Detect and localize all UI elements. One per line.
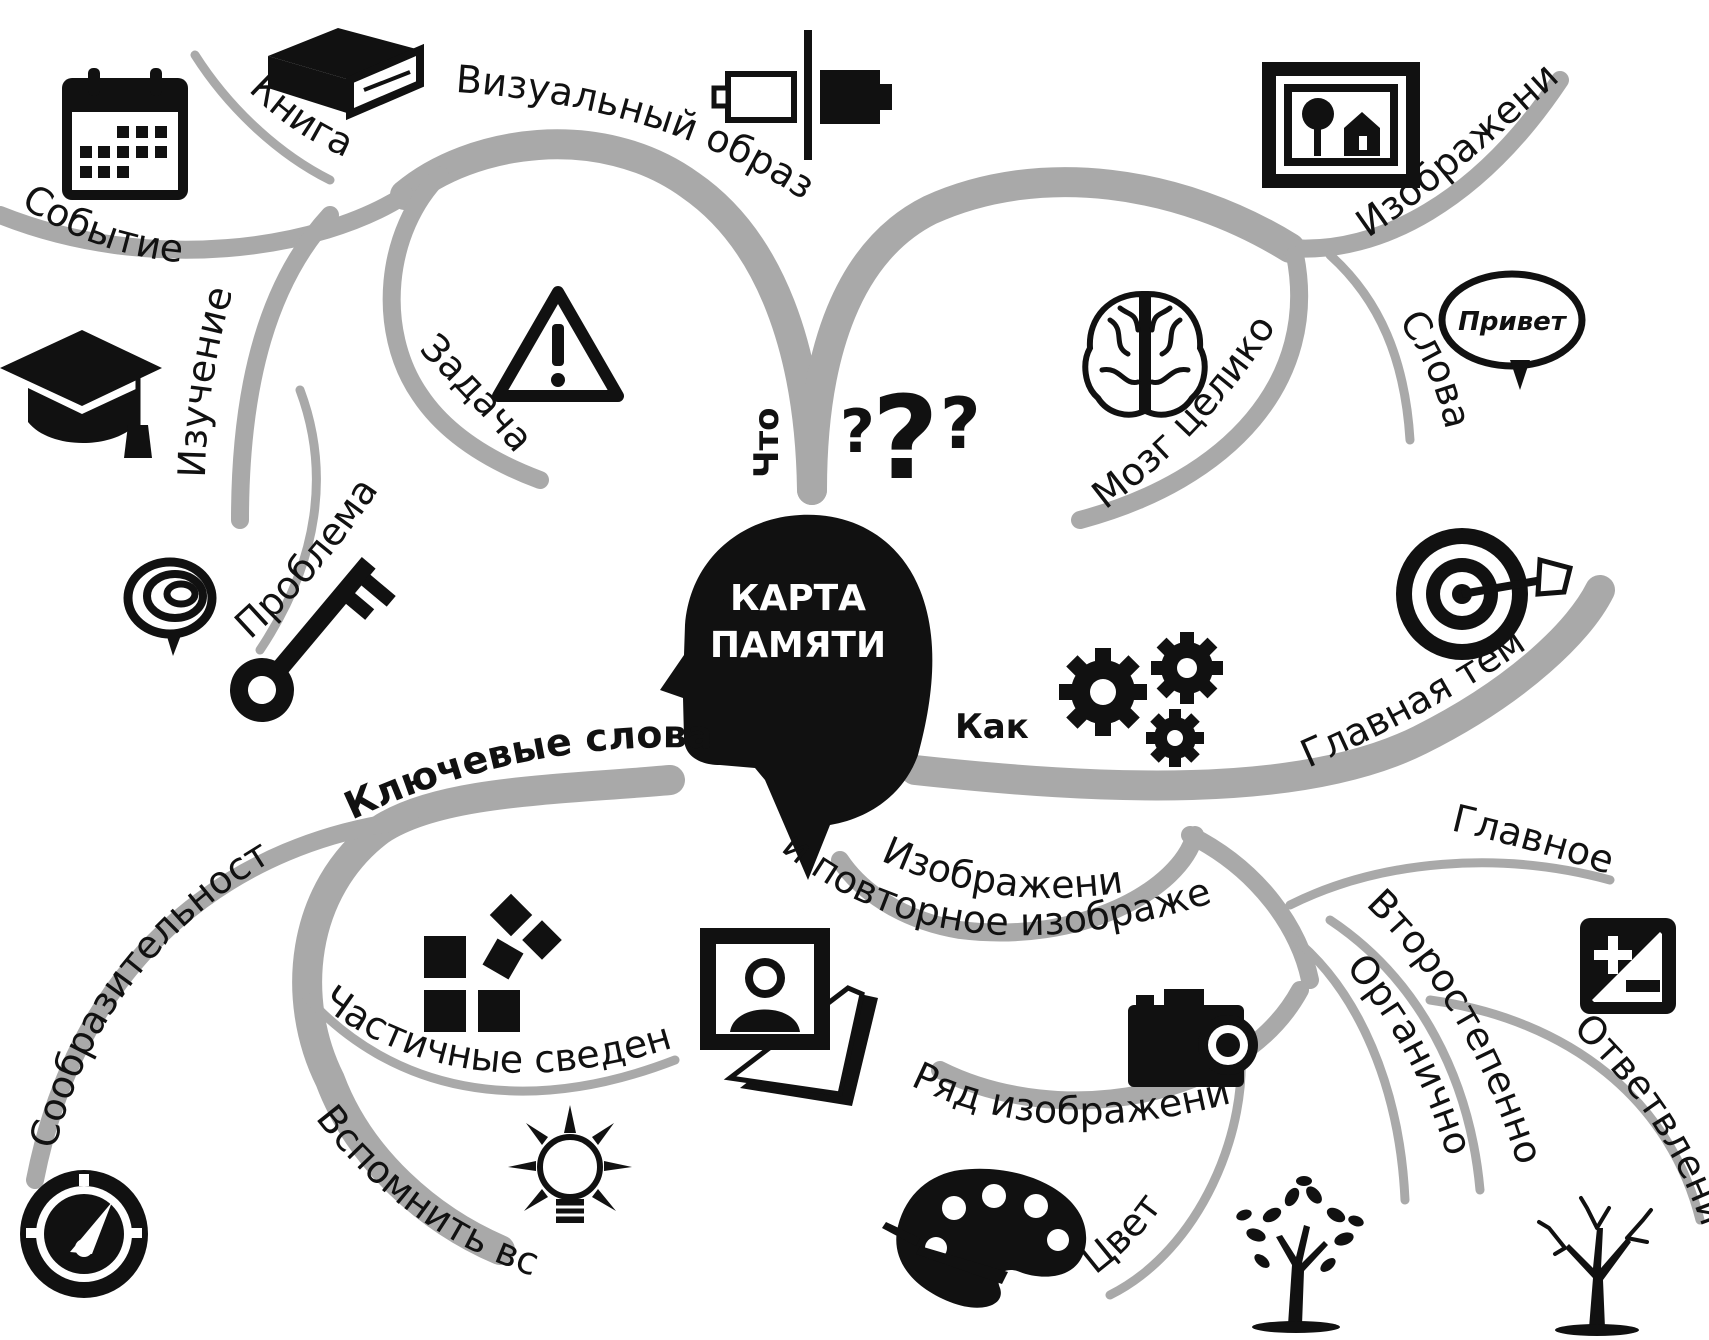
branch-study (231, 206, 339, 529)
branch-organic (1285, 930, 1410, 1205)
speech-bubble-text: Привет (1458, 307, 1568, 337)
brain-icon (1082, 290, 1208, 418)
plus-minus-icon (1580, 918, 1676, 1014)
branch-right-stem (1181, 826, 1319, 989)
spiral-chat-icon (123, 557, 217, 656)
branch-problem (255, 385, 321, 655)
book-icon (268, 28, 424, 121)
gears-icon (1059, 632, 1223, 767)
warning-icon (492, 286, 624, 402)
branch-main (1285, 858, 1615, 910)
target-arrow-icon (1396, 528, 1574, 660)
svg-text:?: ? (872, 372, 939, 506)
battery-icon (711, 30, 892, 160)
svg-text:?: ? (940, 383, 981, 465)
palette-icon (882, 1168, 1087, 1308)
question-marks-icon: ? ? ? (840, 372, 981, 506)
branch-secondary (1325, 915, 1485, 1195)
svg-text:?: ? (840, 397, 875, 467)
branch-branching (1425, 995, 1705, 1225)
branch-wit (26, 811, 419, 1189)
svg-text:Изучение: Изучение (170, 282, 241, 479)
branch-partial (300, 990, 680, 1096)
camera-icon (1128, 989, 1258, 1087)
branch-what-right (797, 167, 1305, 505)
label-study: Изучение (170, 282, 241, 479)
branch-words (1325, 250, 1415, 445)
photo-stack-icon (700, 928, 878, 1106)
head-silhouette-icon (660, 514, 933, 880)
bare-tree-icon (1537, 1196, 1653, 1336)
center-title-line1: КАРТА (730, 578, 866, 619)
branch-keywords (292, 765, 685, 1265)
key-icon (230, 557, 396, 722)
lightbulb-icon (508, 1105, 632, 1223)
center-head-node: КАРТА ПАМЯТИ (660, 514, 933, 880)
branch-how (900, 575, 1615, 801)
speech-bubble-icon: Привет (1438, 270, 1586, 390)
blocks-icon (424, 893, 562, 1032)
branch-series (931, 981, 1309, 1110)
branch-task (382, 166, 549, 489)
branch-image (831, 826, 1204, 942)
label-what: Что (747, 407, 787, 478)
speedometer-icon (20, 1170, 148, 1298)
branch-images (1281, 71, 1569, 258)
branches (0, 50, 1705, 1300)
label-how: Как (955, 707, 1029, 747)
branch-what-left (390, 129, 827, 505)
calendar-icon (62, 68, 188, 200)
icons: ? ? ? Привет (0, 28, 1676, 1336)
branch-book (190, 50, 335, 185)
framed-picture-icon (1262, 62, 1420, 188)
leafy-tree-icon (1236, 1176, 1364, 1333)
graduation-cap-icon (0, 330, 162, 458)
branch-event (0, 186, 414, 259)
center-title-line2: ПАМЯТИ (710, 625, 886, 666)
branch-brain (1071, 246, 1309, 529)
